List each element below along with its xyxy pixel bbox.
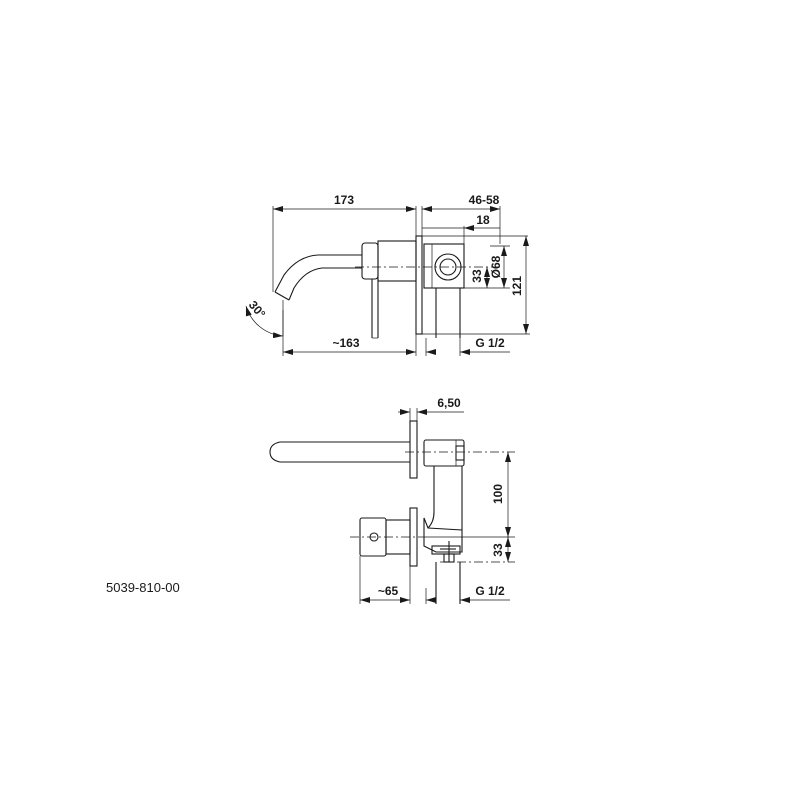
lower-valve-body <box>423 517 463 604</box>
dim-label-18: 18 <box>476 213 490 227</box>
dim-163: ~163 <box>282 310 417 356</box>
dim-46-58: 46-58 <box>421 193 501 244</box>
dim-label-diameter-68: Ø68 <box>489 255 503 278</box>
upper-wall-plate <box>409 420 418 479</box>
dim-label-65: ~65 <box>378 584 399 598</box>
handle-body <box>361 240 417 339</box>
dim-thread-bottom: G 1/2 <box>425 584 510 604</box>
dim-100: 100 <box>420 452 515 538</box>
dim-label-33-bottom: 33 <box>491 543 505 557</box>
dim-173: 173 <box>272 193 417 292</box>
dim-label-121: 121 <box>510 276 524 296</box>
product-code: 5039-810-00 <box>106 580 180 595</box>
bottom-view: 6,50 100 33 ~65 G 1/2 <box>269 396 515 604</box>
dim-diameter-68: Ø68 <box>422 235 528 289</box>
wall-plate <box>415 235 423 335</box>
spout <box>274 254 362 301</box>
dim-label-thread-top: G 1/2 <box>475 336 505 350</box>
dim-label-100: 100 <box>491 484 505 504</box>
dim-angle-30: 30° <box>245 298 284 339</box>
dim-label-46-58: 46-58 <box>469 193 500 207</box>
dim-label-163: ~163 <box>332 336 359 350</box>
dim-65: ~65 <box>359 556 411 604</box>
top-view: 173 46-58 18 Ø68 33 <box>245 193 530 356</box>
dim-6-50: 6,50 <box>398 396 464 421</box>
upper-connector <box>423 439 465 467</box>
valve-body <box>423 243 465 338</box>
dim-label-33-top: 33 <box>470 269 484 283</box>
dim-label-6-50: 6,50 <box>437 396 461 410</box>
dim-label-angle-30: 30° <box>246 298 269 321</box>
dim-18: 18 <box>422 213 500 244</box>
dim-label-173: 173 <box>334 193 354 207</box>
dim-thread-top: G 1/2 <box>425 336 510 356</box>
dim-33-top: 33 <box>470 267 490 288</box>
dim-121: 121 <box>422 236 530 335</box>
dim-33-bottom: 33 <box>491 537 511 562</box>
spout-side <box>269 441 410 463</box>
connecting-pipe <box>427 466 463 530</box>
dim-label-thread-bottom: G 1/2 <box>475 584 505 598</box>
